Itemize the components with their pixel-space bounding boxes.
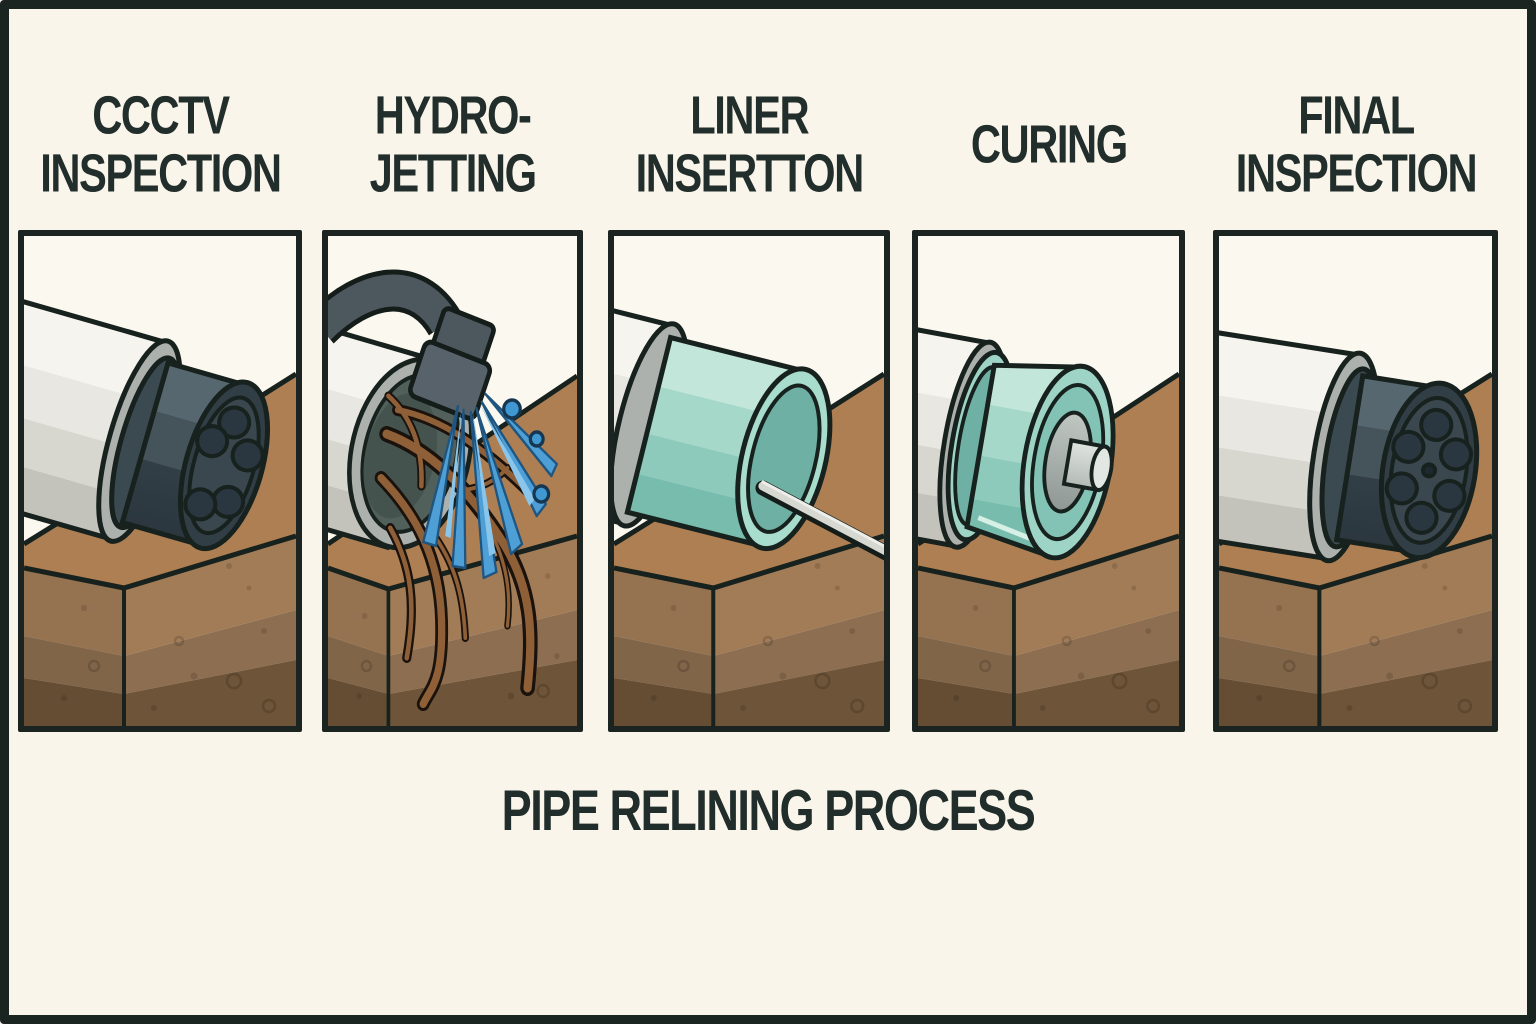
water-droplets-graphic: [502, 398, 551, 504]
hydro-jetting-illustration: [328, 236, 577, 726]
step-title-final-inspection: FINAL INSPECTION: [1235, 85, 1477, 205]
liner-insertion-illustration: [614, 236, 884, 726]
panel-liner-insertion: [608, 230, 890, 732]
step-hydro-jetting: HYDRO- JETTING: [322, 0, 583, 1024]
pipe-and-camera-graphic: [1219, 309, 1480, 564]
camera-lens-ports: [183, 405, 265, 522]
panel-final-inspection: [1213, 230, 1498, 732]
pipe-and-curing-assembly-graphic: [918, 304, 1116, 561]
water-jet-highlights: [445, 404, 535, 556]
jetting-hose-graphic: [328, 269, 496, 421]
cctv-inspection-illustration: [24, 236, 296, 726]
step-liner-insertion: LINER INSERTTON: [608, 0, 890, 1024]
hose-nozzle: [408, 339, 493, 421]
camera-lens-ports: [1384, 407, 1474, 535]
core-stub-face: [1089, 444, 1114, 493]
panel-hydro-jetting: [322, 230, 583, 732]
poster-caption: PIPE RELINING PROCESS: [501, 777, 1036, 843]
step-title-liner-insertion: LINER INSERTTON: [635, 85, 864, 205]
step-title-cctv-inspection: CCCTV INSPECTION: [39, 85, 282, 205]
step-title-curing: CURING: [970, 114, 1128, 175]
step-curing: CURING: [912, 0, 1185, 1024]
tree-roots-graphic: [374, 391, 541, 711]
panel-cctv-inspection: [18, 230, 302, 732]
step-title-hydro-jetting: HYDRO- JETTING: [369, 85, 537, 205]
pull-rod-graphic: [755, 480, 884, 561]
panel-curing: [912, 230, 1185, 732]
step-final-inspection: FINAL INSPECTION: [1213, 0, 1498, 1024]
curing-illustration: [918, 236, 1179, 726]
final-inspection-illustration: [1219, 236, 1492, 726]
step-cctv-inspection: CCCTV INSPECTION: [18, 0, 302, 1024]
pipe-and-camera-graphic: [24, 267, 271, 552]
